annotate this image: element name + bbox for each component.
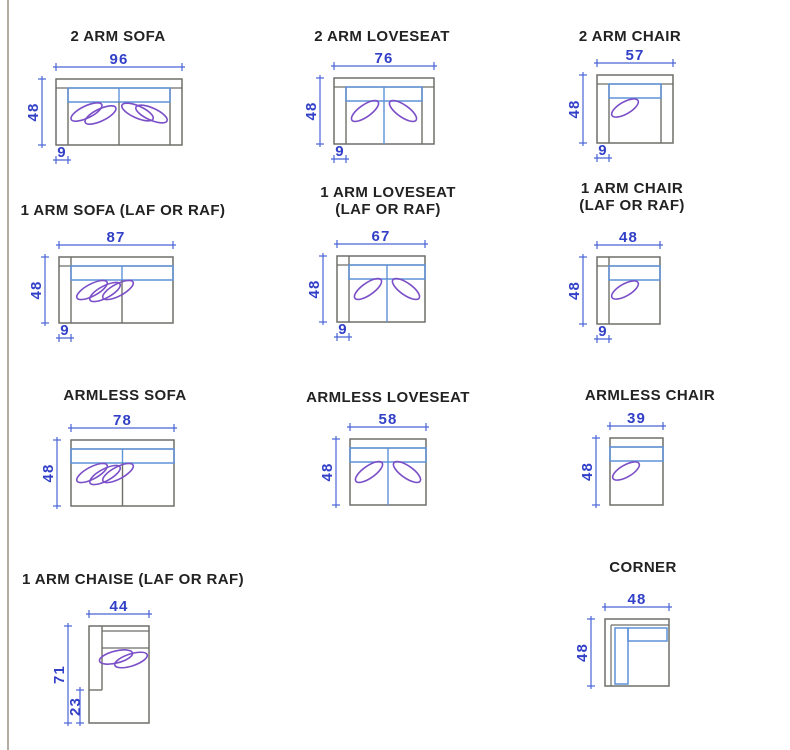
back-cushion-left bbox=[614, 627, 629, 685]
dimension-label: 48 bbox=[319, 462, 336, 481]
piece-one-arm-chaise: 44 71 23 bbox=[51, 598, 152, 726]
piece-armless-chair: 39 48 bbox=[579, 410, 666, 508]
dimension-label: 48 bbox=[574, 643, 591, 662]
title-line: ARMLESS SOFA bbox=[63, 387, 187, 404]
pillow-ellipse bbox=[391, 277, 421, 301]
dimension-label: 9 bbox=[598, 142, 608, 159]
pillow-ellipse bbox=[70, 102, 103, 122]
dimension-label: 48 bbox=[25, 102, 42, 121]
pillow-ellipse bbox=[610, 280, 640, 300]
dimension-label: 48 bbox=[566, 99, 583, 118]
dimension-label: 48 bbox=[619, 229, 638, 246]
piece-two-arm-chair: 57 48 9 bbox=[566, 47, 676, 162]
pillow-ellipse bbox=[88, 281, 122, 303]
piece-title-two-arm-loveseat: 2 ARM LOVESEAT bbox=[232, 28, 532, 45]
dimension-label: 76 bbox=[374, 50, 393, 67]
title-line: CORNER bbox=[609, 559, 677, 576]
piece-title-one-arm-chaise: 1 ARM CHAISE (LAF OR RAF) bbox=[0, 571, 283, 588]
title-line: 1 ARM CHAIR bbox=[580, 180, 684, 197]
pillow-ellipse bbox=[388, 99, 418, 123]
piece-corner: 48 48 bbox=[574, 591, 672, 689]
page-edge-line bbox=[7, 0, 9, 750]
title-line: 2 ARM CHAIR bbox=[578, 28, 682, 45]
title-line: 2 ARM LOVESEAT bbox=[314, 28, 450, 45]
title-line: 1 ARM CHAISE (LAF OR RAF) bbox=[22, 571, 244, 588]
piece-two-arm-sofa: 96 48 9 bbox=[25, 51, 185, 164]
piece-one-arm-sofa: 87 48 9 bbox=[28, 229, 176, 342]
piece-title-one-arm-loveseat: 1 ARM LOVESEAT(LAF OR RAF) bbox=[238, 184, 538, 218]
piece-armless-sofa: 78 48 bbox=[40, 412, 177, 509]
body-outline bbox=[596, 256, 661, 325]
title-line: 1 ARM LOVESEAT bbox=[320, 184, 456, 201]
back-cushion bbox=[608, 265, 661, 281]
dimension-label: 48 bbox=[627, 591, 646, 608]
body-outline bbox=[604, 618, 670, 687]
pillow-ellipse bbox=[84, 105, 117, 125]
dimension-label: 67 bbox=[371, 228, 390, 245]
piece-title-two-arm-sofa: 2 ARM SOFA bbox=[0, 28, 268, 45]
pillow-ellipse bbox=[75, 462, 109, 484]
back-cushion-top bbox=[627, 627, 668, 642]
dimension-label: 9 bbox=[60, 322, 70, 339]
body-outline bbox=[609, 437, 664, 506]
pillow-ellipse bbox=[392, 460, 422, 484]
dimension-label: 57 bbox=[625, 47, 644, 64]
pillow-ellipse bbox=[611, 461, 641, 481]
dimension-label: 9 bbox=[57, 144, 67, 161]
title-line: (LAF OR RAF) bbox=[335, 201, 441, 218]
dimension-label: 9 bbox=[598, 323, 608, 340]
dimension-label: 71 bbox=[51, 665, 68, 684]
dimension-label: 23 bbox=[67, 697, 84, 716]
body-outline bbox=[58, 256, 174, 324]
piece-one-arm-loveseat: 67 48 9 bbox=[306, 228, 428, 341]
title-line: 2 ARM SOFA bbox=[70, 28, 166, 45]
body-outline bbox=[88, 625, 150, 724]
pillow-ellipse bbox=[120, 102, 155, 122]
pillow-ellipse bbox=[610, 98, 640, 118]
dimension-label: 58 bbox=[378, 411, 397, 428]
pillow-ellipse bbox=[354, 460, 384, 484]
body-outline bbox=[596, 74, 674, 144]
dimension-label: 9 bbox=[338, 321, 348, 338]
title-line: ARMLESS CHAIR bbox=[584, 387, 716, 404]
dimension-label: 96 bbox=[109, 51, 128, 68]
piece-title-armless-loveseat: ARMLESS LOVESEAT bbox=[238, 389, 538, 406]
pillow-ellipse bbox=[88, 464, 122, 486]
piece-title-armless-chair: ARMLESS CHAIR bbox=[500, 387, 790, 404]
pillow-ellipse bbox=[98, 649, 134, 665]
title-line: ARMLESS LOVESEAT bbox=[306, 389, 470, 406]
title-line: (LAF OR RAF) bbox=[579, 197, 685, 214]
pillow-ellipse bbox=[101, 279, 135, 301]
pillow-ellipse bbox=[75, 279, 109, 301]
dimension-label: 48 bbox=[306, 279, 323, 298]
title-line: 1 ARM SOFA (LAF OR RAF) bbox=[20, 202, 226, 219]
piece-armless-loveseat: 58 48 bbox=[319, 411, 429, 508]
piece-title-corner: CORNER bbox=[493, 559, 790, 576]
pillow-ellipse bbox=[113, 651, 149, 669]
piece-title-one-arm-chair: 1 ARM CHAIR(LAF OR RAF) bbox=[482, 180, 782, 214]
dimension-label: 48 bbox=[28, 280, 45, 299]
dimension-label: 44 bbox=[109, 598, 128, 615]
dimension-label: 78 bbox=[113, 412, 132, 429]
piece-two-arm-loveseat: 76 48 9 bbox=[303, 50, 437, 163]
piece-one-arm-chair: 48 48 9 bbox=[566, 229, 663, 343]
piece-title-one-arm-sofa: 1 ARM SOFA (LAF OR RAF) bbox=[0, 202, 273, 219]
body-outline bbox=[336, 255, 426, 323]
dimension-label: 48 bbox=[40, 463, 57, 482]
pillow-ellipse bbox=[134, 104, 169, 124]
pillow-ellipse bbox=[350, 99, 380, 123]
dimension-label: 9 bbox=[335, 143, 345, 160]
pillow-ellipse bbox=[353, 277, 383, 301]
dimension-label: 48 bbox=[566, 281, 583, 300]
dimension-label: 48 bbox=[579, 462, 596, 481]
back-cushion bbox=[609, 446, 664, 462]
dimension-label: 48 bbox=[303, 101, 320, 120]
pillow-ellipse bbox=[101, 462, 135, 484]
dimension-label: 87 bbox=[106, 229, 125, 246]
back-cushion bbox=[608, 83, 662, 99]
piece-title-two-arm-chair: 2 ARM CHAIR bbox=[480, 28, 780, 45]
piece-title-armless-sofa: ARMLESS SOFA bbox=[0, 387, 275, 404]
dimension-label: 39 bbox=[627, 410, 646, 427]
